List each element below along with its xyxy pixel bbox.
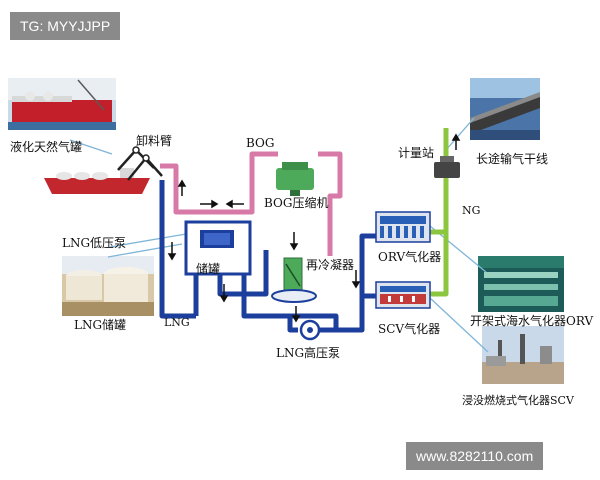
storage-tank-box <box>184 220 252 276</box>
pipeline-photo <box>470 78 540 140</box>
lng-high-pump <box>299 319 321 341</box>
label-submerged-scv: 浸没燃烧式气化器SCV <box>462 394 574 407</box>
scv-photo <box>482 326 564 384</box>
scv-vaporizer <box>375 281 431 309</box>
label-storage-tank: 储罐 <box>196 262 221 276</box>
metering-station <box>434 156 460 178</box>
label-open-rack-orv: 开架式海水气化器ORV <box>470 314 594 328</box>
label-bog: BOG <box>246 136 275 150</box>
website-badge: www.8282110.com <box>406 442 544 470</box>
tg-badge: TG: MYYJJPP <box>10 12 121 40</box>
label-lng: LNG <box>164 316 190 329</box>
label-unloading-arm: 卸料臂 <box>136 134 173 148</box>
label-scv: SCV气化器 <box>378 322 441 336</box>
orv-vaporizer <box>375 211 431 243</box>
label-ng: NG <box>462 204 481 217</box>
label-recondenser: 再冷凝器 <box>306 258 355 272</box>
label-lng-high-pump: LNG高压泵 <box>276 346 341 360</box>
label-metering-station: 计量站 <box>398 146 435 160</box>
lng-lines <box>159 180 376 333</box>
label-orv: ORV气化器 <box>378 250 442 264</box>
flow-arrows <box>167 133 461 323</box>
bog-compressor <box>276 162 314 196</box>
callout-lines <box>69 117 489 353</box>
label-lng-tanker: 液化天然气罐 <box>10 140 83 154</box>
bog-lines <box>160 151 343 256</box>
label-lng-low-pump: LNG低压泵 <box>62 236 127 250</box>
label-long-pipeline: 长途输气干线 <box>476 152 549 166</box>
lng-ship <box>44 168 150 194</box>
recondenser <box>271 257 317 303</box>
label-lng-storage-tank: LNG储罐 <box>74 318 127 332</box>
lng-tanker-photo <box>8 78 116 130</box>
lng-storage-tank-photo <box>62 256 154 316</box>
orv-photo <box>478 256 564 312</box>
label-bog-compressor: BOG压缩机 <box>264 196 329 210</box>
